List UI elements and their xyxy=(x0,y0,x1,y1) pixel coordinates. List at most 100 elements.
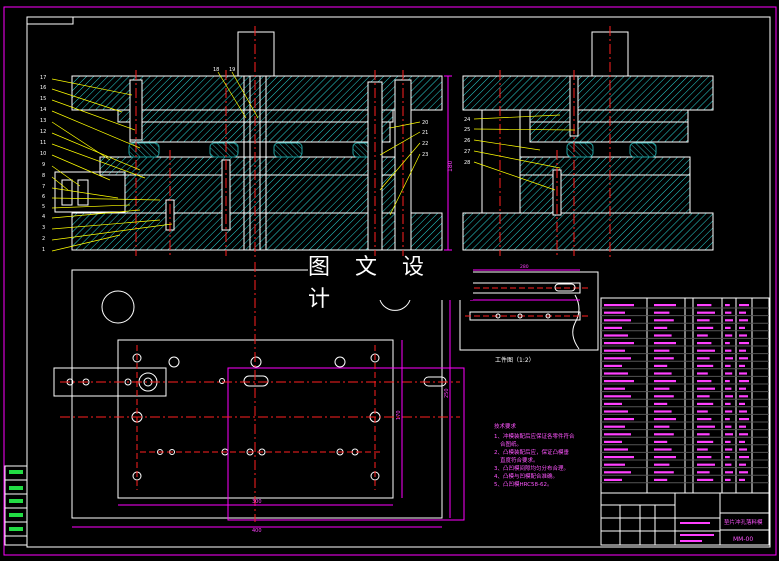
table-cell-mark xyxy=(697,471,710,474)
table-cell-mark xyxy=(604,304,634,307)
table-cell-mark xyxy=(697,311,715,314)
part-drawing-title: 工件图（1:2） xyxy=(495,356,535,364)
table-cell-mark xyxy=(697,410,708,413)
part-number: 11 xyxy=(40,140,46,146)
table-cell-mark xyxy=(697,440,714,443)
table-cell-mark xyxy=(604,319,631,322)
table-cell-mark xyxy=(697,357,710,360)
part-number: 14 xyxy=(40,107,46,113)
table-cell-mark xyxy=(604,440,622,443)
tech-item: 1、冲模装配后应保证各零件符合 xyxy=(494,432,575,440)
table-cell-mark xyxy=(739,463,746,466)
part-number-labels-left: 17 16 15 14 13 12 11 10 9 8 7 6 5 4 3 2 … xyxy=(40,67,428,253)
part-number: 27 xyxy=(464,149,470,155)
table-cell-mark xyxy=(654,456,676,459)
base-width-dim: 400 xyxy=(252,528,262,534)
table-cell-mark xyxy=(697,418,712,421)
table-cell-mark xyxy=(604,478,622,481)
table-cell-mark xyxy=(654,402,668,405)
table-cell-mark xyxy=(604,448,628,451)
part-number: 16 xyxy=(40,85,46,91)
part-number: 1 xyxy=(42,247,45,253)
table-cell-mark xyxy=(739,349,746,352)
table-cell-mark xyxy=(604,349,625,352)
table-cell-mark xyxy=(739,448,747,451)
table-cell-mark xyxy=(725,433,733,436)
table-cell-mark xyxy=(739,425,746,428)
part-number: 4 xyxy=(42,214,45,220)
table-cell-mark xyxy=(739,311,746,314)
tech-item: 2、凸模装配后应，保证凸模垂 xyxy=(494,448,570,456)
table-cell-mark xyxy=(654,326,668,329)
table-cell-mark xyxy=(697,304,712,307)
table-cell-mark xyxy=(739,304,749,307)
table-cell-mark xyxy=(725,418,730,421)
title-block: 垫片冲孔落料模 MM-00 xyxy=(600,492,770,546)
table-cell-mark xyxy=(697,387,715,390)
drawing-title: 垫片冲孔落料模 xyxy=(724,518,763,526)
tech-item: 5、凸凹模HRC58-62。 xyxy=(494,480,553,488)
part-number: 2 xyxy=(42,236,45,242)
part-number: 25 xyxy=(464,127,470,133)
part-number: 8 xyxy=(42,173,45,179)
part-number: 23 xyxy=(422,152,428,158)
table-cell-mark xyxy=(654,342,676,345)
table-cell-mark xyxy=(725,380,730,383)
table-cell-mark xyxy=(725,334,733,337)
table-cell-mark xyxy=(739,478,745,481)
table-cell-mark xyxy=(654,311,670,314)
table-cell-mark xyxy=(739,319,748,322)
part-number: 19 xyxy=(229,67,235,73)
table-cell-mark xyxy=(654,387,670,390)
part-number: 26 xyxy=(464,138,470,144)
table-cell-mark xyxy=(725,463,732,466)
table-cell-mark xyxy=(654,364,668,367)
table-cell-mark xyxy=(725,311,732,314)
table-cell-mark xyxy=(604,326,622,329)
table-cell-mark xyxy=(697,456,712,459)
table-cell-mark xyxy=(725,395,733,398)
table-cell-mark xyxy=(739,364,745,367)
table-cell-mark xyxy=(604,311,625,314)
table-cell-mark xyxy=(725,448,733,451)
table-cell-mark xyxy=(725,342,730,345)
table-cell-mark xyxy=(604,433,631,436)
table-cell-mark xyxy=(604,410,628,413)
table-cell-mark xyxy=(697,425,715,428)
table-cell-mark xyxy=(739,380,749,383)
table-cell-mark xyxy=(604,456,634,459)
part-number: 3 xyxy=(42,225,45,231)
corner-tag xyxy=(26,16,74,25)
part-length-dim: 280 xyxy=(520,264,529,270)
table-cell-mark xyxy=(725,456,730,459)
drawing-number: MM-00 xyxy=(733,536,753,543)
table-cell-mark xyxy=(697,380,712,383)
table-cell-mark xyxy=(654,410,672,413)
part-number: 17 xyxy=(40,75,46,81)
table-cell-mark xyxy=(604,402,622,405)
table-cell-mark xyxy=(654,418,676,421)
table-cell-mark xyxy=(697,402,714,405)
table-cell-mark xyxy=(654,478,668,481)
part-number: 12 xyxy=(40,129,46,135)
table-cell-mark xyxy=(604,387,625,390)
table-cell-mark xyxy=(654,448,672,451)
table-cell-mark xyxy=(697,448,708,451)
table-cell-mark xyxy=(725,349,732,352)
table-cell-mark xyxy=(725,326,731,329)
table-cell-mark xyxy=(654,463,670,466)
table-cell-mark xyxy=(697,463,715,466)
table-cell-mark xyxy=(697,334,708,337)
table-cell-mark xyxy=(697,319,710,322)
table-cell-mark xyxy=(739,402,745,405)
table-cell-mark xyxy=(739,395,748,398)
table-cell-mark xyxy=(654,334,672,337)
part-number: 9 xyxy=(42,162,45,168)
table-cell-mark xyxy=(654,471,674,474)
table-cell-mark xyxy=(604,357,631,360)
part-number: 28 xyxy=(464,160,470,166)
table-cell-mark xyxy=(654,433,674,436)
outer-frame xyxy=(3,6,777,556)
table-cell-mark xyxy=(725,478,731,481)
